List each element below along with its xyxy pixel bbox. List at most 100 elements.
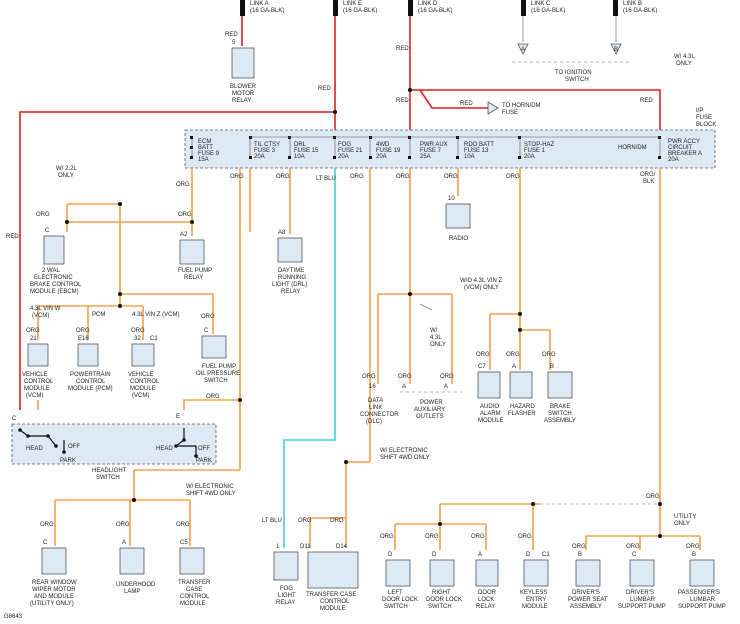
pin-blower: 5 xyxy=(232,40,236,46)
wiper-l4: (UTILITY ONLY) xyxy=(30,601,74,607)
node-red-link-d xyxy=(408,88,412,92)
org-label: ORG xyxy=(398,374,412,380)
hl-head-left: HEAD xyxy=(26,446,43,452)
node xyxy=(658,534,662,538)
seat-box xyxy=(575,559,601,587)
pin-pass-lumbar: B xyxy=(692,552,696,558)
vcm-left-l2: CONTROL xyxy=(24,379,54,385)
fuse-pwraux-l1: PWR AUX xyxy=(420,142,448,148)
dlr-l1: DOOR xyxy=(478,590,497,596)
org-label: ORG xyxy=(350,174,364,180)
radio: 10 RADIO xyxy=(445,196,471,242)
label-red-link-d: RED xyxy=(396,46,409,52)
door-lock-relay: A DOOR LOCK RELAY xyxy=(475,552,499,610)
audio-l3: MODULE xyxy=(478,418,504,424)
ldl-l1: LEFT xyxy=(388,590,403,596)
headlight-contact-left xyxy=(19,429,57,447)
pin-pcm: E16 xyxy=(78,336,89,342)
brake-l1: BRAKE xyxy=(550,404,570,410)
kle-l2: ENTRY xyxy=(526,597,546,603)
rear-wiper: C REAR WINDOW WIPER MOTOR AND MODULE (UT… xyxy=(30,540,77,607)
blower-motor-relay-box xyxy=(231,47,255,79)
fuse-stop-haz: STOP-HAZ FUSE 1 20A xyxy=(524,142,555,160)
connector-a-label: A xyxy=(521,47,525,53)
driver-lumbar: C DRIVER'S LUMBAR SUPPORT PUMP xyxy=(618,552,666,610)
fuse-block-title-1: I/P xyxy=(696,108,703,114)
w43-mid-1: W/ xyxy=(430,328,438,334)
to-horn-line2: FUSE xyxy=(502,110,518,116)
hl-park-right: PARK xyxy=(196,458,212,464)
org-brake-switch xyxy=(520,329,551,370)
blower-line3: RELAY xyxy=(232,98,251,104)
fuse-terminal xyxy=(456,136,459,139)
tcl-l4: MODULE xyxy=(180,601,206,607)
tcm-l1: TRANSFER CASE xyxy=(306,592,356,598)
node xyxy=(531,502,535,506)
pin-c1-vcm: C1 xyxy=(150,336,158,342)
dlr-l2: LOCK xyxy=(478,597,494,603)
red-wires xyxy=(19,16,661,410)
hazard-l1: HAZARD xyxy=(510,404,535,410)
pin-hazard: A xyxy=(512,364,516,370)
org-label: ORG xyxy=(276,174,290,180)
w43-only-line2: ONLY xyxy=(676,61,692,67)
org-label: ORG xyxy=(178,212,192,218)
blower-motor-relay: 5 BLOWER MOTOR RELAY xyxy=(230,40,257,104)
connector-b-icon xyxy=(610,43,622,55)
label-red-horn: RED xyxy=(460,101,473,107)
hl-park-left: PARK xyxy=(60,458,76,464)
fuse-accy-l4: 20A xyxy=(668,157,679,163)
fuse-drl-l1: DRL xyxy=(294,142,307,148)
radio-l1: RADIO xyxy=(449,236,468,242)
fuse-terminal xyxy=(249,156,252,159)
blower-line2: MOTOR xyxy=(232,91,255,97)
link-d: LINK D (16 GA-BLK) xyxy=(408,0,452,16)
w43-mid-2: 4.3L xyxy=(430,335,442,341)
pin-outlet-a: A xyxy=(402,384,406,390)
org-blk-label-1: ORG/ xyxy=(640,172,656,178)
fuse-terminal xyxy=(408,156,411,159)
label-red-link-e: RED xyxy=(318,86,331,92)
vcm-left-l1: VEHICLE xyxy=(22,372,48,378)
fuse-block-title-3: BLOCK xyxy=(696,122,716,128)
connector-b-label: B xyxy=(614,47,618,53)
fpr-l1: FUEL PUMP xyxy=(178,268,212,274)
dlc: 16 DATA LINK CONNECTOR (DLC) xyxy=(360,384,399,425)
fuse-horn-l1: HORN/DM xyxy=(618,145,647,151)
keyless-entry: D C1 KEYLESS ENTRY MODULE xyxy=(520,552,550,610)
label-red-left: RED xyxy=(6,234,19,240)
audio-l1: AUDIO xyxy=(480,404,499,410)
right-door-box xyxy=(429,559,455,587)
pin-wiper: C xyxy=(43,540,48,546)
oil-switch-box xyxy=(201,335,227,359)
org-label: ORG xyxy=(298,518,312,524)
org-headlight-feed xyxy=(183,399,240,410)
wiper-l2: WIPER MOTOR xyxy=(32,587,76,593)
fuse-terminal xyxy=(288,156,291,159)
vcm-left-l3: MODULE xyxy=(24,386,50,392)
passenger-lumbar: B PASSENGER'S LUMBAR SUPPORT PUMP xyxy=(678,552,726,610)
elec-shift1-line2: SHIFT 4WD ONLY xyxy=(380,455,430,461)
audio-l2: ALARM xyxy=(480,411,501,417)
fuse-terminal xyxy=(369,156,372,159)
fuse-terminal xyxy=(408,136,411,139)
fuse-rdo-l3: 10A xyxy=(464,154,475,160)
org-label: ORG xyxy=(176,182,190,188)
fuse-pwr-accy: PWR ACCY CIRCUIT BREAKER A 20A xyxy=(668,139,702,163)
org-label: ORG xyxy=(76,328,90,334)
node xyxy=(438,522,442,526)
tcl-l3: CONTROL xyxy=(180,594,210,600)
ebcm-l4: MODULE (EBCM) xyxy=(30,289,79,295)
label-red-right: RED xyxy=(640,98,653,104)
contact xyxy=(182,438,186,442)
vcm-left-box xyxy=(27,343,49,367)
ldl-l3: SWITCH xyxy=(384,604,408,610)
pin-left-door: D xyxy=(388,552,393,558)
link-c-name: LINK C xyxy=(531,1,551,7)
pcm: E16 POWERTRAIN CONTROL MODULE (PCM) xyxy=(68,336,113,392)
radio-box xyxy=(445,203,471,229)
pcm-label: PCM xyxy=(92,312,105,318)
node xyxy=(65,220,69,224)
org-label: ORG xyxy=(425,534,439,540)
